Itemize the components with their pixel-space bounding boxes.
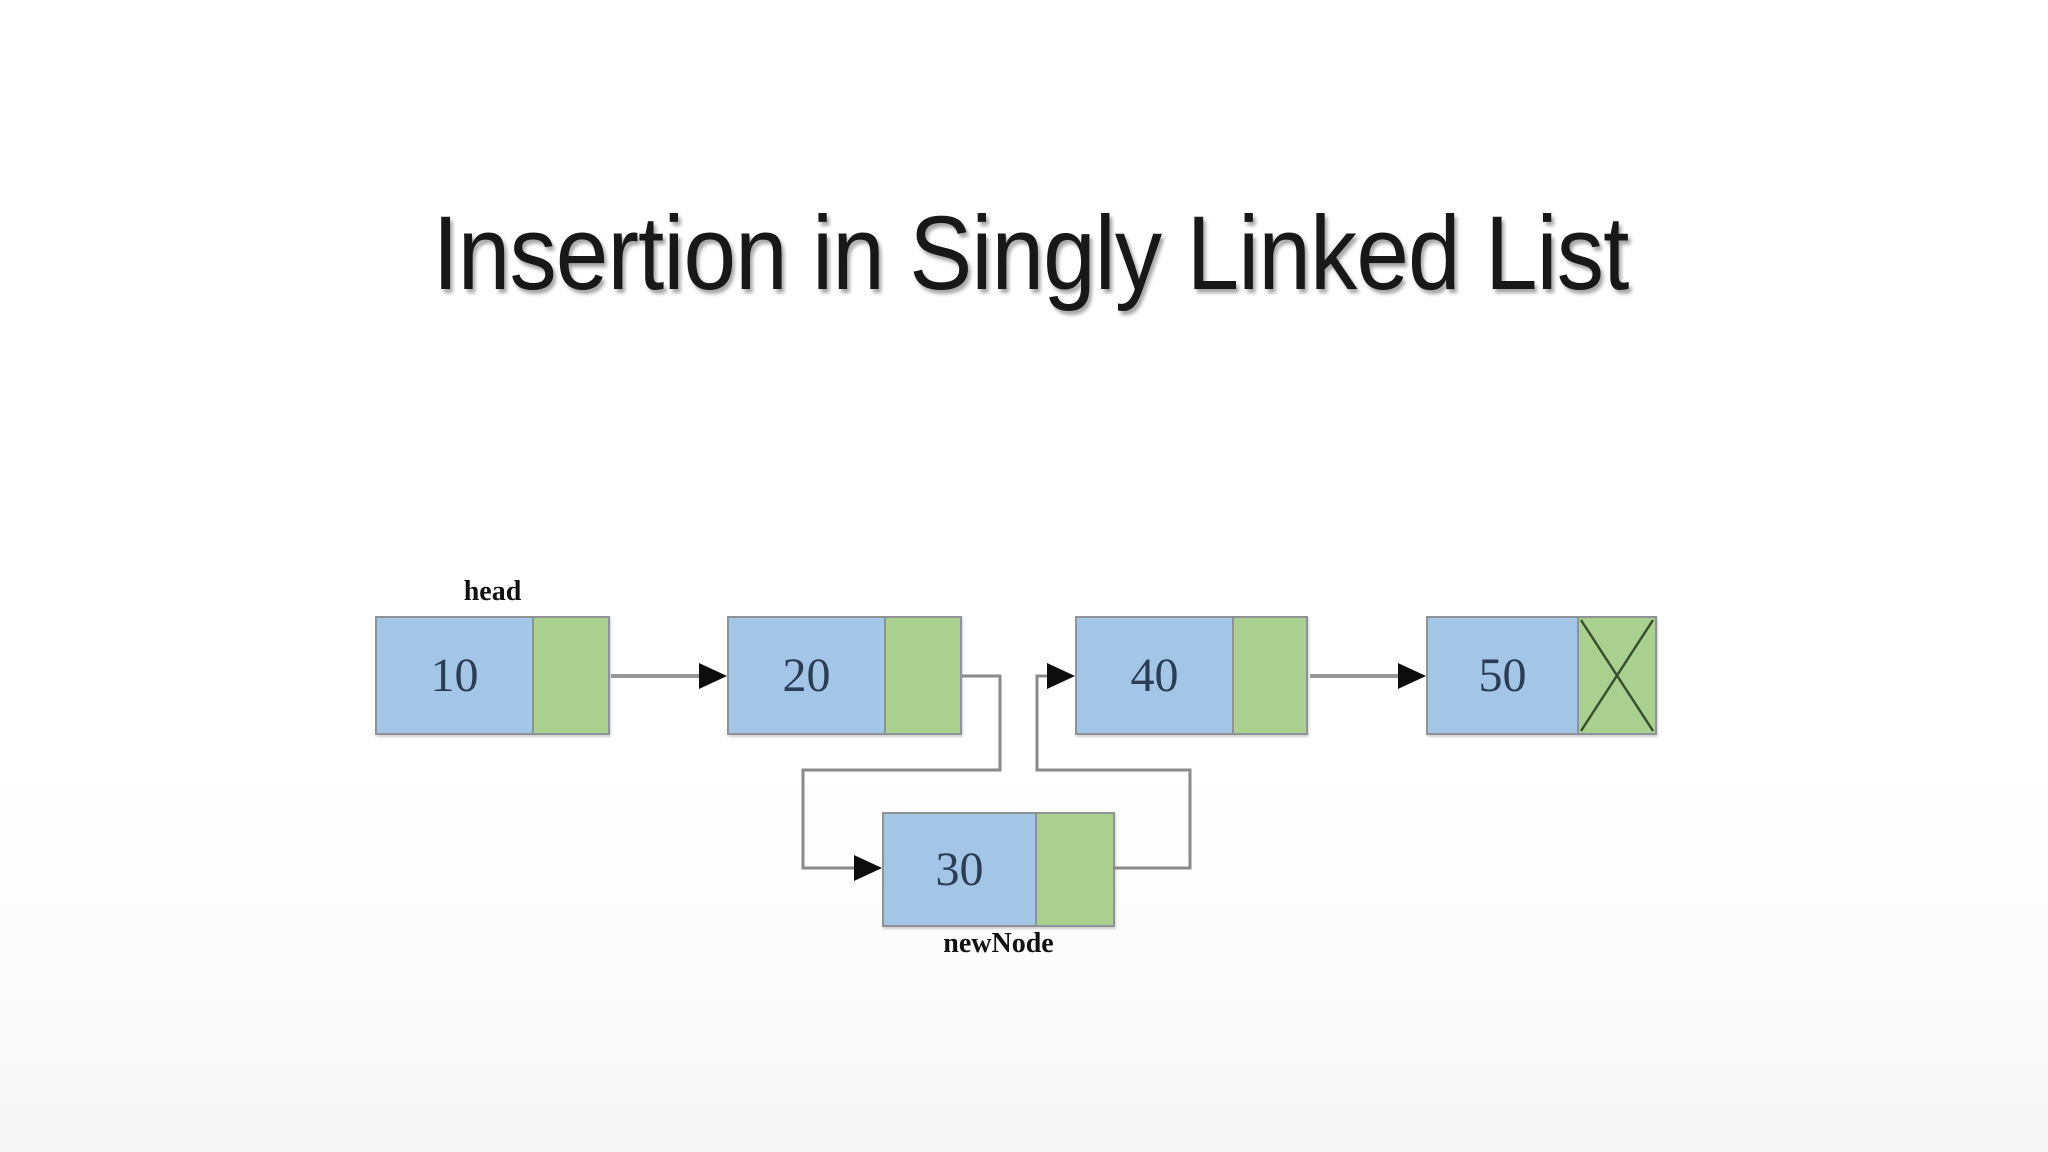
node-50-pointer-cell [1579,618,1655,733]
node-40-pointer-cell [1234,618,1306,733]
node-50-value: 50 [1428,618,1579,733]
node-30-pointer-cell [1037,814,1113,925]
newnode-pointer-label: newNode [943,928,1054,959]
node-20-value: 20 [729,618,886,733]
list-node-30-newnode: 30 [882,812,1115,927]
arrow-20-to-30 [801,674,1002,870]
arrowhead-20-to-30 [854,855,882,881]
slide-title: Insertion in Singly Linked List [0,196,2048,312]
arrowhead-40-to-50 [1398,663,1426,689]
node-30-value: 30 [884,814,1037,925]
node-40-value: 40 [1077,618,1234,733]
list-node-20: 20 [727,616,962,735]
head-pointer-label: head [463,576,522,607]
list-node-10: 10 [375,616,610,735]
slide-title-text: Insertion in Singly Linked List [431,195,1629,312]
node-10-pointer-cell [534,618,608,733]
arrow-30-to-40 [1035,674,1192,870]
node-10-value: 10 [377,618,534,733]
list-node-40: 40 [1075,616,1308,735]
null-cross-icon [1579,619,1655,732]
node-20-pointer-cell [886,618,960,733]
arrowhead-30-to-40 [1047,663,1075,689]
list-node-50: 50 [1426,616,1657,735]
arrowhead-10-to-20 [699,663,727,689]
